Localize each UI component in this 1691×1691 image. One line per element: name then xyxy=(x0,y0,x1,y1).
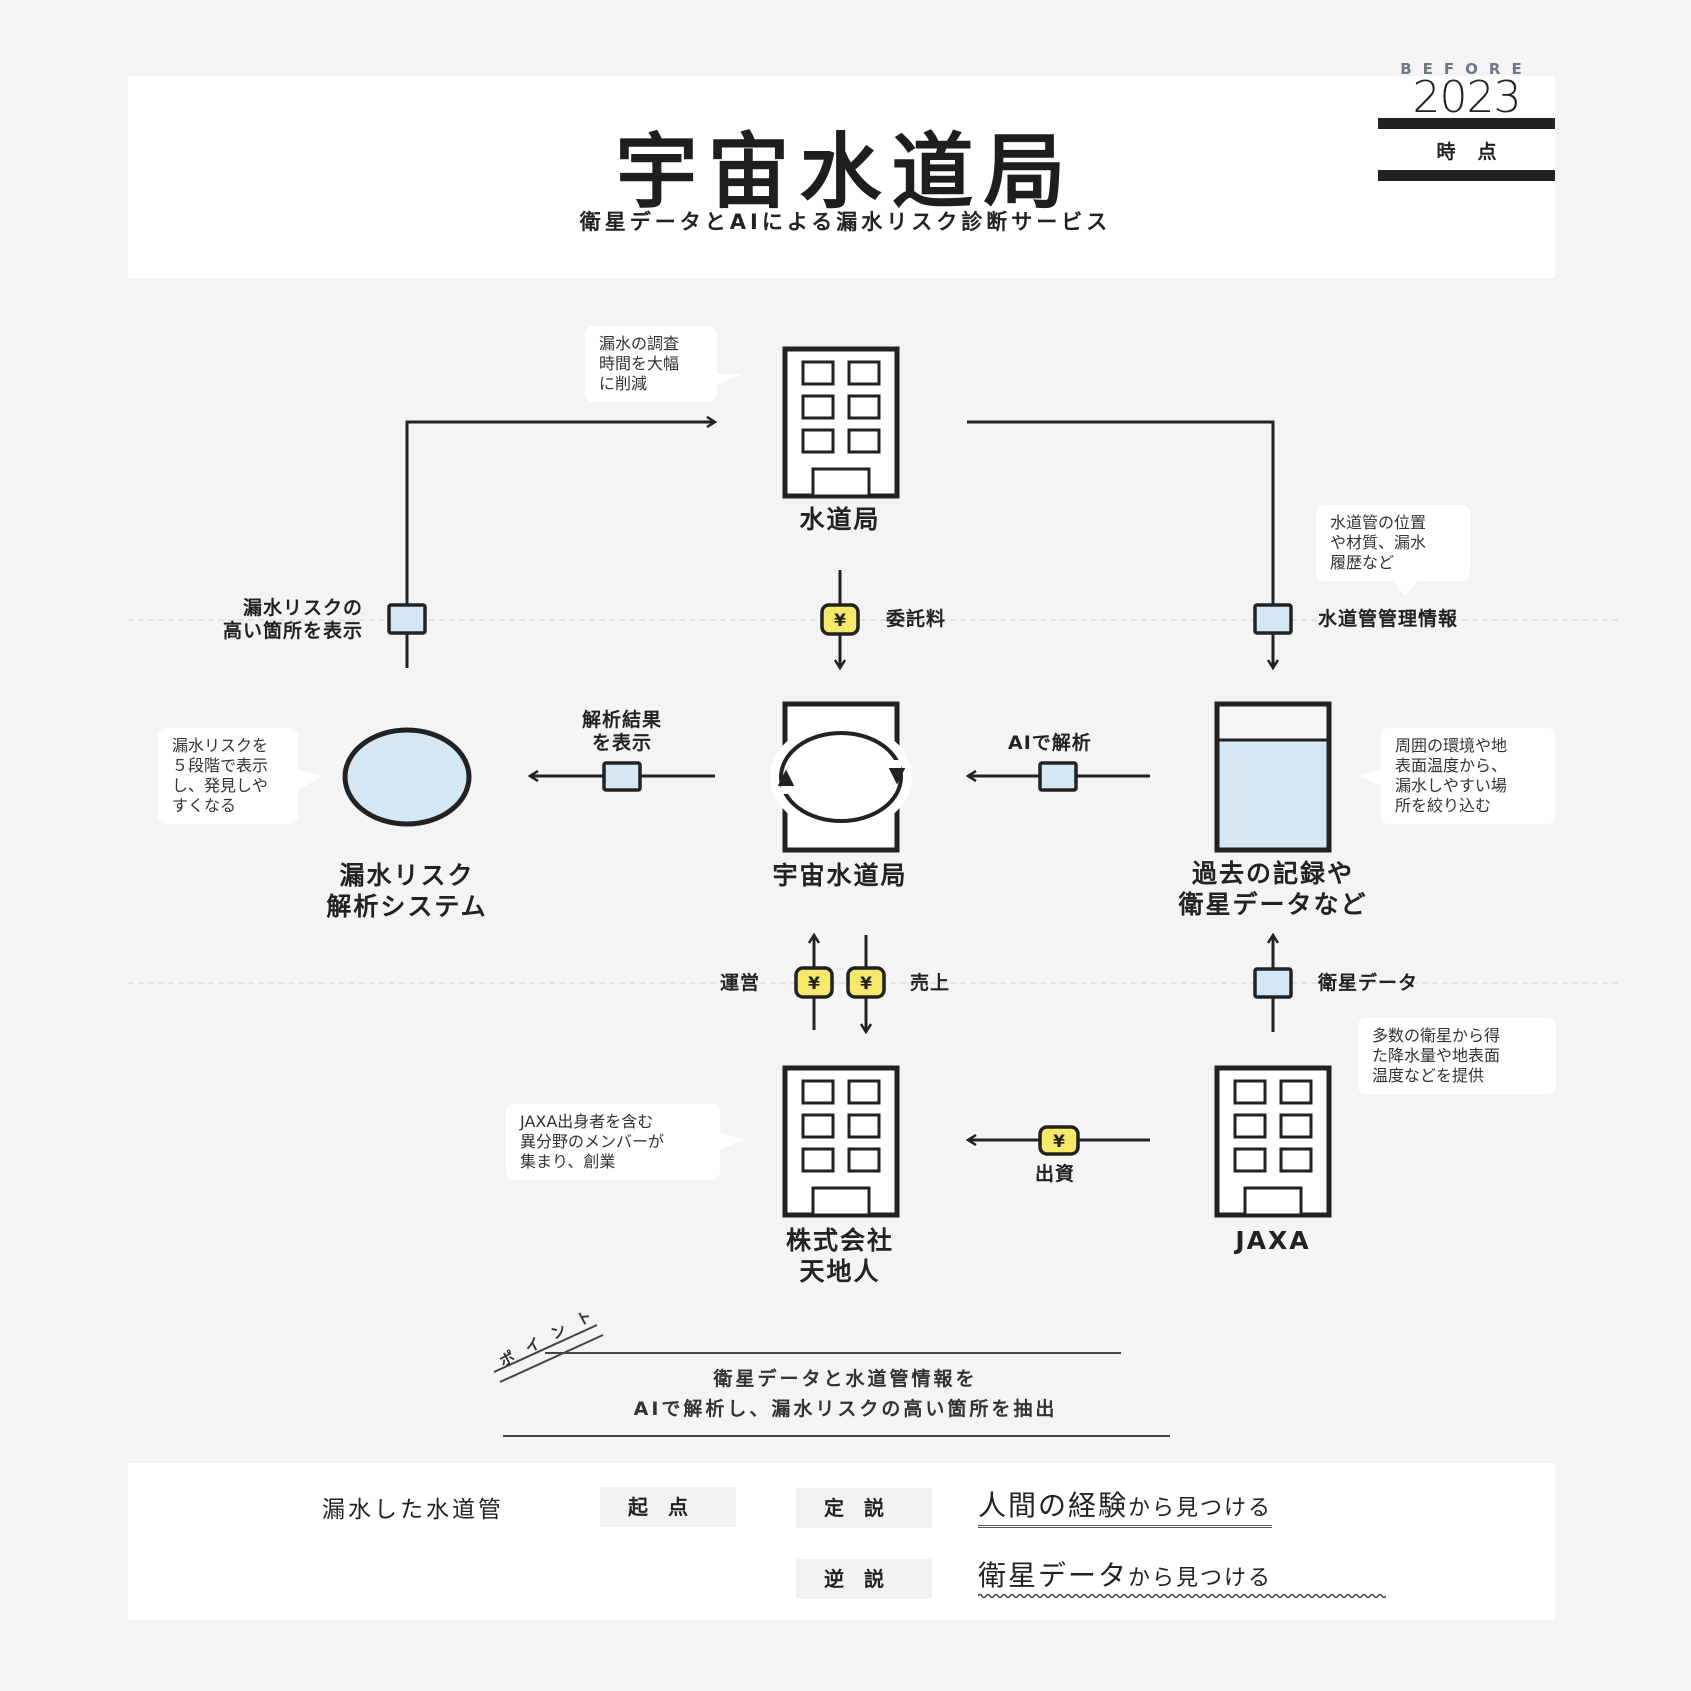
data-node-satellite xyxy=(1253,967,1293,999)
flow-label-result: 解析結果 を表示 xyxy=(581,709,662,754)
flow-label-sales: 売上 xyxy=(910,972,951,994)
badge-before: BEFORE xyxy=(1400,60,1533,78)
point-tag-line xyxy=(499,1334,604,1383)
line-bureau-to-records xyxy=(967,420,1273,668)
bubble-survey-time: 漏水の調査 時間を大幅 に削減 xyxy=(585,326,717,402)
yen-node-operation xyxy=(794,966,834,999)
bubble-tail xyxy=(298,770,322,790)
building-icon-jaxa xyxy=(1214,1065,1332,1218)
yen-icon: ¥ xyxy=(860,974,872,994)
yen-icon: ¥ xyxy=(808,974,820,994)
bubble-tail xyxy=(1392,580,1418,596)
data-node-result xyxy=(602,761,642,792)
flow-label-operation: 運営 xyxy=(720,972,761,994)
node-label-company: 株式会社 天地人 xyxy=(785,1226,894,1286)
flow-label-investment: 出資 xyxy=(1035,1163,1076,1185)
bubble-tail xyxy=(716,374,742,386)
point-rule-bottom xyxy=(503,1435,1170,1437)
wavy-underline xyxy=(978,1593,1386,1599)
chip-reverse: 逆説 xyxy=(796,1559,932,1599)
bubble-tail xyxy=(718,1132,744,1150)
badge-bar-top xyxy=(1378,118,1555,129)
line-system-to-bureau xyxy=(405,422,715,668)
point-tag-label: ポイント xyxy=(496,1300,607,1370)
point-rule-top xyxy=(545,1352,1121,1354)
bubble-pipe-detail: 水道管の位置 や材質、漏水 履歴など xyxy=(1316,505,1470,581)
date-badge: BEFORE 2023 時点 xyxy=(1378,60,1555,181)
page-title: 宇宙水道局 xyxy=(615,125,1076,220)
point-text: 衛星データと水道管情報を AIで解析し、漏水リスクの高い箇所を抽出 xyxy=(633,1368,1058,1420)
flow-label-high-risk: 漏水リスクの 高い箇所を表示 xyxy=(222,597,363,642)
node-label-space-water: 宇宙水道局 xyxy=(772,861,908,890)
guide-line-upper xyxy=(128,619,1618,621)
system-icon-circle xyxy=(342,727,472,827)
node-label-jaxa: JAXA xyxy=(1235,1226,1311,1255)
reverse-statement: 衛星データから見つける xyxy=(978,1559,1273,1592)
yen-node-fee xyxy=(820,603,860,636)
theory-statement: 人間の経験から見つける xyxy=(978,1484,1273,1528)
chip-theory: 定説 xyxy=(796,1488,932,1528)
bubble-satellite-detail: 多数の衛星から得 た降水量や地表面 温度などを提供 xyxy=(1358,1018,1556,1094)
point-tag-line xyxy=(493,1324,598,1373)
bubble-five-levels: 漏水リスクを ５段階で表示 し、発見しや すくなる xyxy=(158,728,298,824)
flow-label-pipe-info: 水道管管理情報 xyxy=(1318,608,1459,630)
bubble-founders: JAXA出身者を含む 異分野のメンバーが 集まり、創業 xyxy=(506,1104,720,1180)
yen-node-investment xyxy=(1038,1125,1080,1156)
data-node-pipe-info xyxy=(1253,603,1293,635)
flow-label-ai: AIで解析 xyxy=(1008,732,1092,754)
page-subtitle: 衛星データとAIによる漏水リスク診断サービス xyxy=(579,210,1112,234)
records-icon-container xyxy=(1214,701,1332,853)
yen-icon: ¥ xyxy=(834,611,846,631)
chip-origin: 起点 xyxy=(600,1487,736,1527)
node-label-water-bureau: 水道局 xyxy=(799,505,881,534)
bubble-narrow-down: 周囲の環境や地 表面温度から、 漏水しやすい場 所を絞り込む xyxy=(1381,728,1555,824)
yen-node-sales xyxy=(846,966,886,999)
node-label-records: 過去の記録や 衛星データなど xyxy=(1178,859,1368,919)
bubble-tail xyxy=(1358,768,1382,786)
footer-subject: 漏水した水道管 xyxy=(322,1497,504,1523)
badge-label: 時点 xyxy=(1436,141,1519,163)
node-label-analysis-system: 漏水リスク 解析システム xyxy=(326,861,488,921)
data-node-high-risk xyxy=(387,603,427,635)
header-panel xyxy=(128,76,1555,278)
data-node-ai xyxy=(1038,761,1078,792)
cycle-icon-space-water xyxy=(770,701,912,853)
yen-icon: ¥ xyxy=(1053,1132,1065,1152)
flow-label-satellite: 衛星データ xyxy=(1318,972,1419,994)
flow-label-fee: 委託料 xyxy=(886,608,947,630)
badge-bar-bottom xyxy=(1378,170,1555,181)
building-icon-water-bureau xyxy=(782,346,900,499)
badge-year: 2023 xyxy=(1412,72,1522,123)
building-icon-company xyxy=(782,1065,900,1218)
